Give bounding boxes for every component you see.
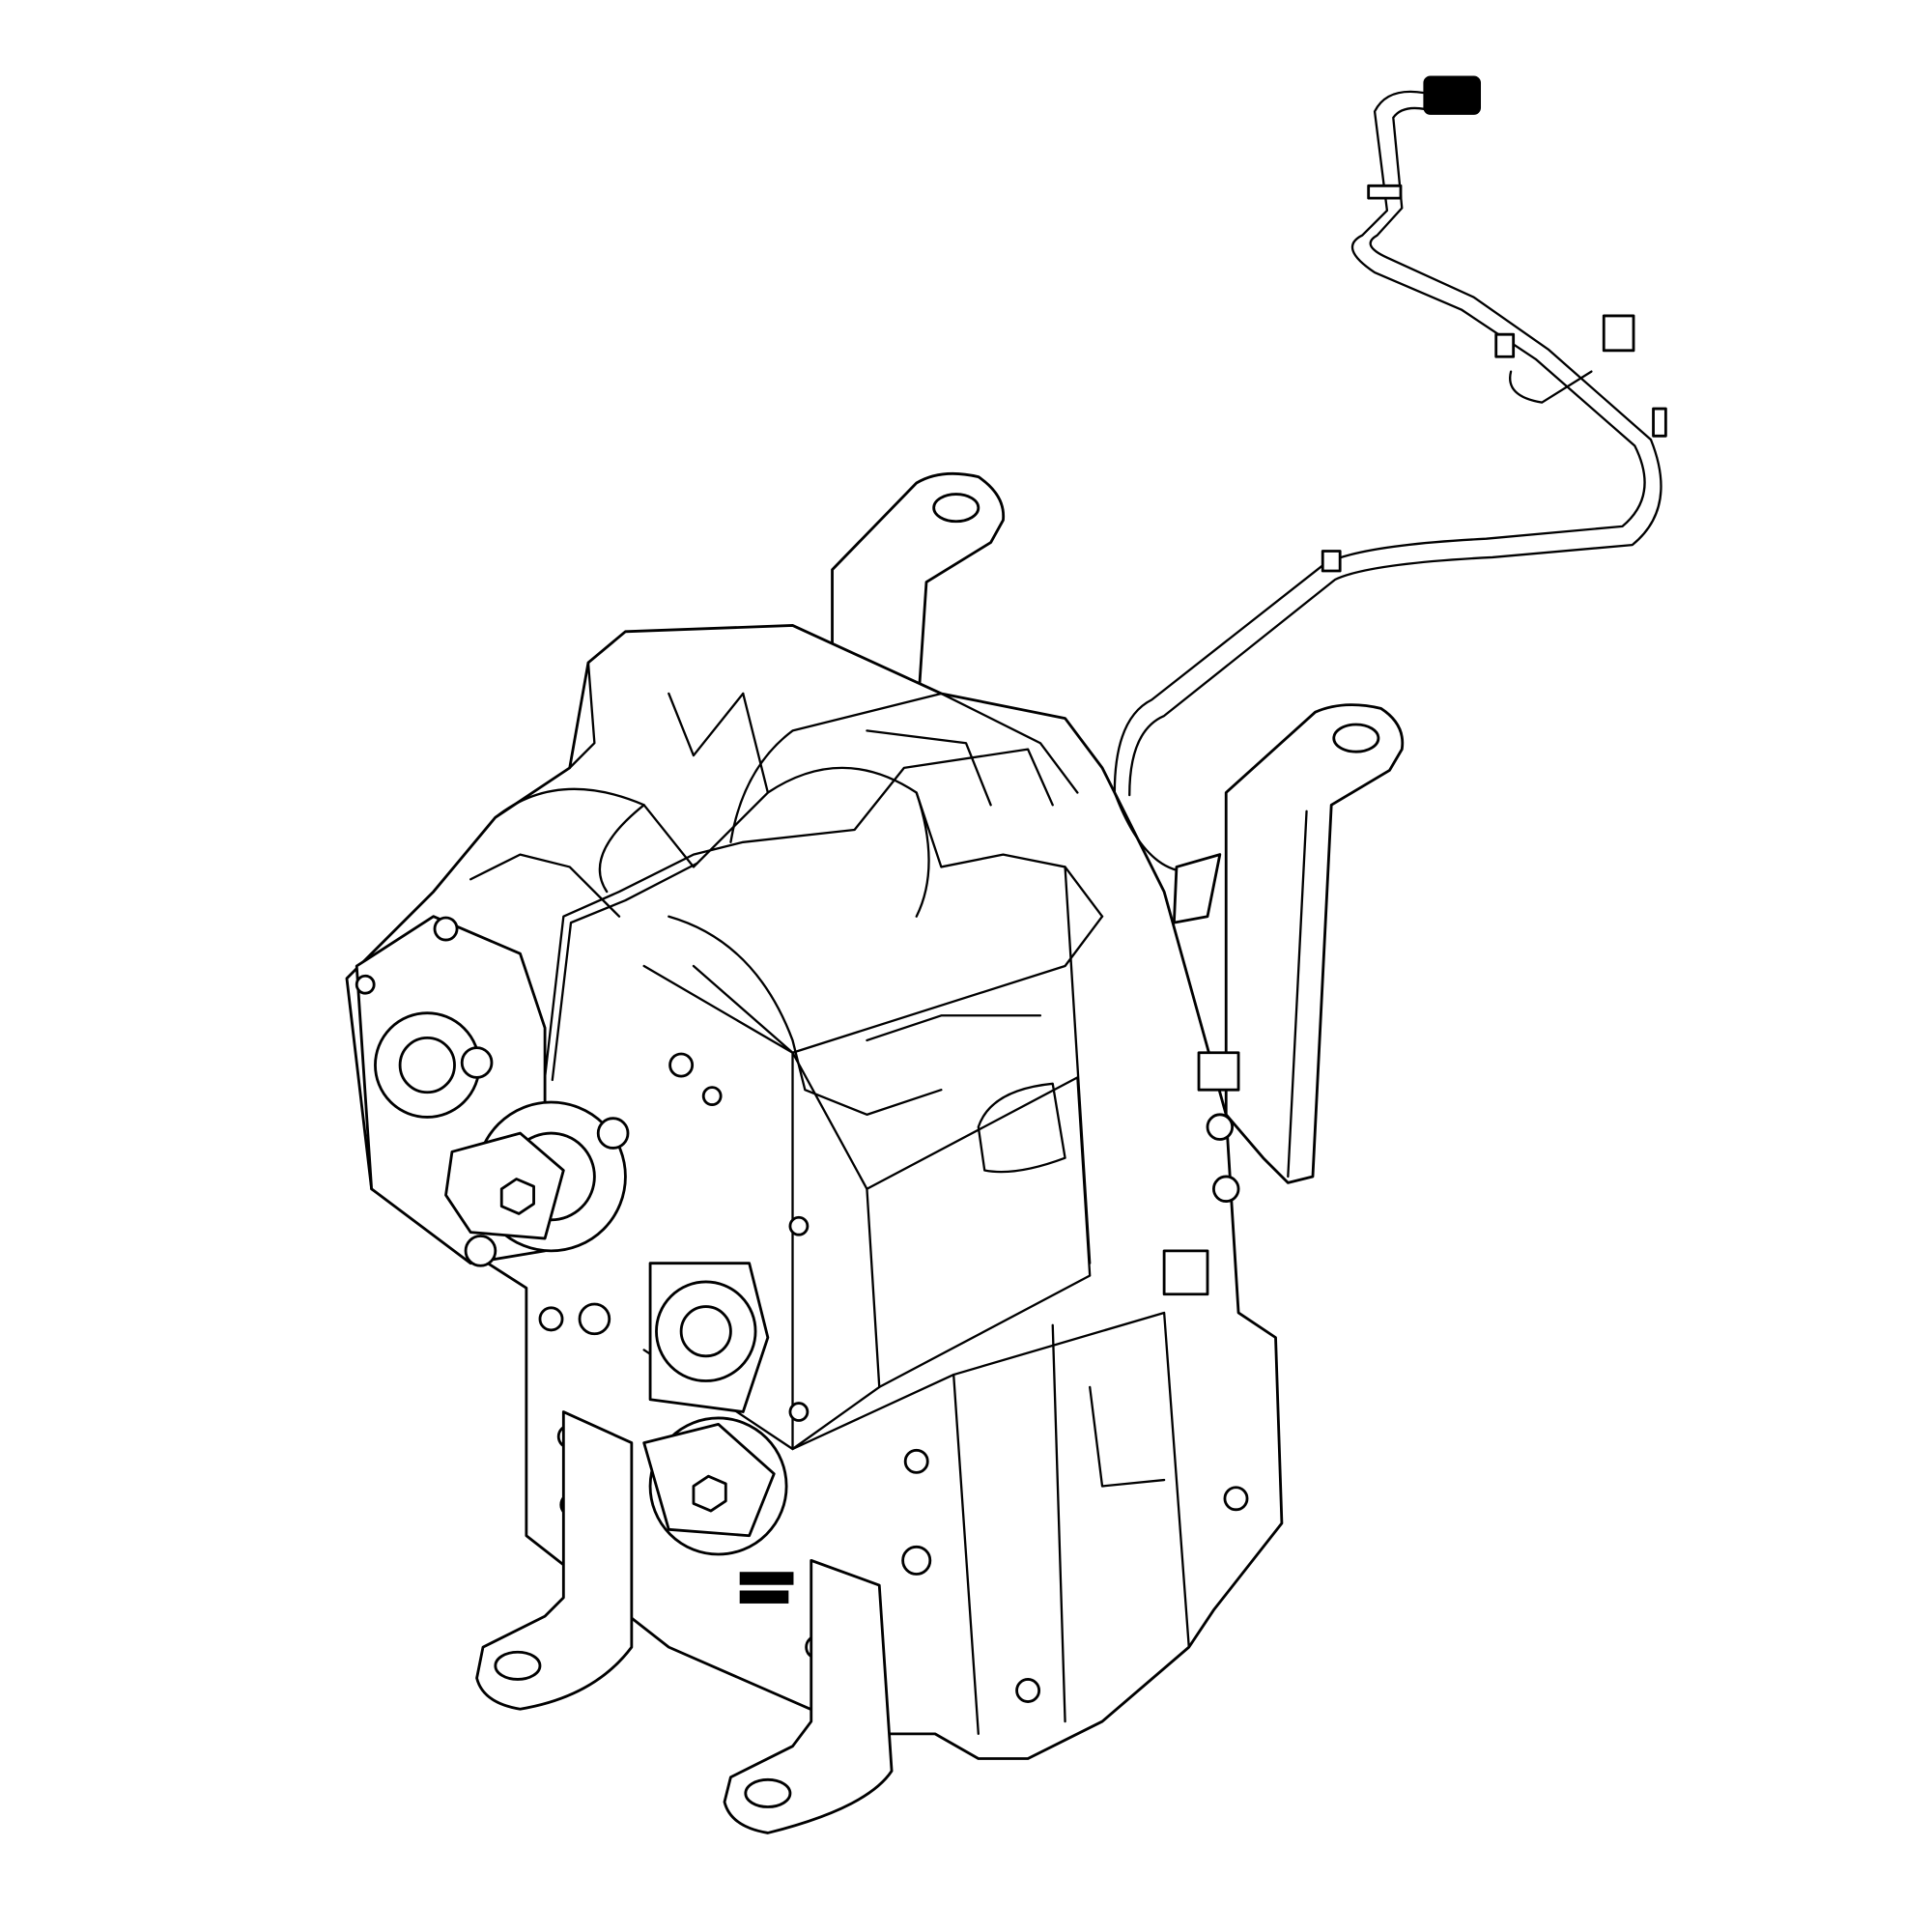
front-cover-plate [355,915,788,1556]
lower-left-mounting-bracket [475,1410,634,1711]
hydraulic-lines [469,692,1079,1117]
wire-harness [1113,75,1667,1296]
stamped-marking [739,1572,794,1604]
right-mounting-bracket [1224,703,1405,1184]
lower-front-mounting-bracket [723,1558,894,1834]
upper-rear-mounting-bracket [831,471,1006,696]
